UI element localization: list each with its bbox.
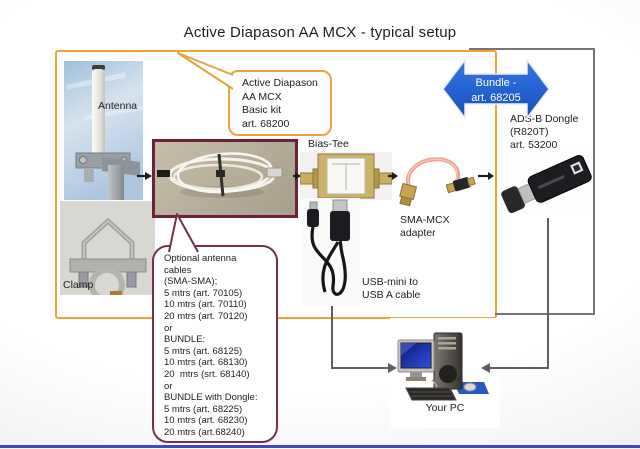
sma-mcx-label: SMA-MCX adapter — [400, 214, 450, 240]
cables-line-16: 20 mtrs (art.68240) — [164, 426, 245, 438]
usb-cable-label-line1: USB-mini to — [362, 276, 419, 288]
antenna-photo: Antenna — [64, 61, 143, 200]
dongle-label-line1: ADS-B Dongle — [510, 113, 579, 125]
dongle-label-line2: (R820T) — [510, 126, 549, 138]
cables-line-3: (SMA-SMA); — [164, 276, 218, 288]
cables-line-6: 20 mtrs (art. 70120) — [164, 310, 248, 322]
dongle-label: ADS-B Dongle (R820T) art. 53200 — [510, 113, 578, 152]
usb-cable-illustration — [307, 199, 350, 296]
bottom-accent-line — [0, 445, 640, 448]
cables-line-9: 5 mtrs (art. 68125) — [164, 345, 243, 357]
coiled-cable-illustration — [157, 152, 283, 198]
cables-line-15: 10 mtrs (art. 68230) — [164, 415, 248, 427]
clamp-label: Clamp — [63, 279, 94, 291]
kit-callout-line4: art. 68200 — [242, 117, 290, 130]
bias-tee-illustration — [300, 153, 392, 199]
clamp-photo: Clamp — [60, 201, 155, 295]
cables-line-11: 20 mtrs (srt. 68140) — [164, 368, 250, 380]
basic-kit-callout: Active Diapason AA MCX Basic kit art. 68… — [228, 70, 332, 136]
cables-line-2: cables — [164, 264, 192, 276]
pc-label: Your PC — [425, 402, 465, 414]
dongle-illustration — [501, 155, 592, 213]
cables-line-7: or — [164, 322, 173, 334]
cables-line-1: Optional antenna — [164, 253, 237, 264]
usb-cable-photo — [302, 198, 360, 306]
pc-photo — [390, 318, 500, 428]
sma-mcx-adapter-illustration — [399, 157, 476, 207]
cables-line-5: 10 mtrs (art. 70110) — [164, 299, 247, 311]
bias-tee-photo — [300, 152, 392, 200]
antenna-illustration — [64, 61, 143, 200]
antenna-cable-photo — [152, 139, 298, 218]
bias-tee-label: Bias-Tee — [308, 138, 349, 150]
kit-callout-line2: AA MCX — [242, 90, 282, 103]
kit-callout-line1: Active Diapason — [242, 77, 318, 89]
clamp-illustration — [69, 217, 147, 295]
optional-cables-callout: Optional antenna cables (SMA-SMA); 5 mtr… — [152, 245, 278, 443]
usb-cable-label-line2: USB A cable — [362, 289, 421, 301]
kit-callout-line3: Basic kit — [242, 104, 282, 116]
page-title: Active Diapason AA MCX - typical setup — [183, 24, 457, 41]
cables-line-12: or — [164, 380, 173, 392]
cables-line-13: BUNDLE with Dongle: — [164, 392, 258, 404]
pc-illustration — [397, 332, 489, 401]
sma-mcx-label-line2: adapter — [400, 227, 436, 239]
cables-line-8: BUNDLE: — [164, 334, 206, 346]
antenna-label: Antenna — [98, 100, 138, 112]
dongle-photo — [500, 150, 592, 216]
cables-line-4: 5 mtrs (art. 70105) — [164, 287, 243, 299]
cables-line-10: 10 mtrs (art. 68130) — [164, 357, 248, 369]
cables-line-14: 5 mtrs (art. 68225) — [164, 403, 243, 415]
sma-mcx-label-line1: SMA-MCX — [400, 214, 450, 226]
usb-cable-label: USB-mini to USB A cable — [362, 276, 420, 302]
